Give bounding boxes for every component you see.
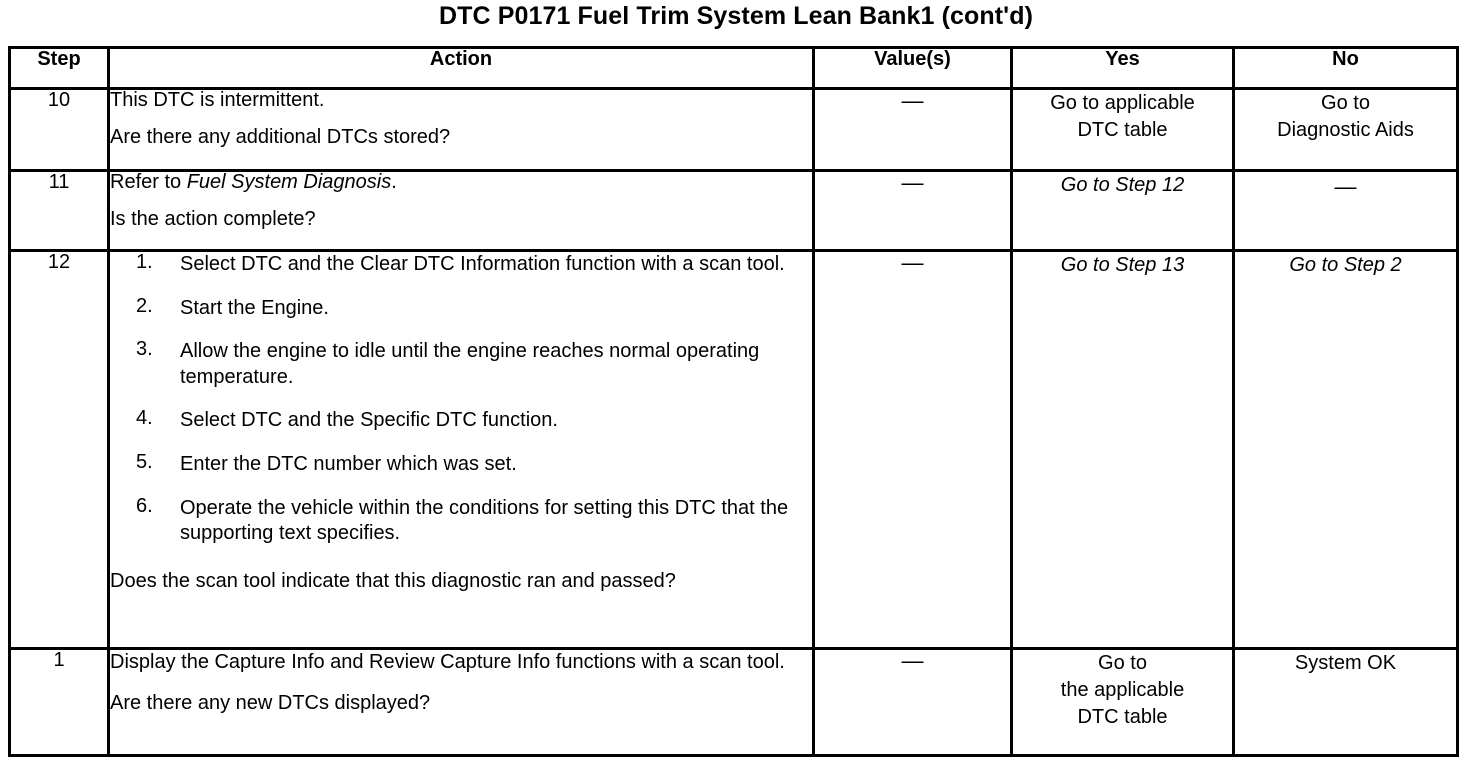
- column-header-yes: Yes: [1010, 46, 1235, 90]
- list-item-text: Select DTC and the Clear DTC Information…: [180, 253, 785, 275]
- action-cell: This DTC is intermittent. Are there any …: [107, 87, 815, 172]
- yes-line: the applicable: [1060, 679, 1185, 701]
- yes-line: Go to applicable: [1050, 92, 1195, 114]
- table-row: 12 1. Select DTC and the Clear DTC Infor…: [8, 249, 1459, 650]
- yes-line: Go to Step 12: [1060, 174, 1185, 196]
- list-item: 6. Operate the vehicle within the condit…: [136, 496, 812, 547]
- list-item-number: 3.: [136, 338, 153, 361]
- list-item-number: 5.: [136, 450, 153, 473]
- no-cell: System OK: [1232, 647, 1459, 757]
- step-number: 12: [8, 249, 110, 650]
- no-cell: —: [1232, 169, 1459, 252]
- action-statement: Refer to Fuel System Diagnosis.: [110, 172, 812, 192]
- em-dash: —: [901, 170, 924, 195]
- list-item-number: 4.: [136, 407, 153, 430]
- action-lead: Refer to: [110, 171, 187, 193]
- list-item-number: 2.: [136, 294, 153, 317]
- em-dash: —: [1334, 174, 1357, 199]
- column-header-value: Value(s): [812, 46, 1013, 90]
- em-dash: —: [901, 250, 924, 275]
- list-item: 4. Select DTC and the Specific DTC funct…: [136, 408, 812, 434]
- yes-cell: Go to the applicable DTC table: [1010, 647, 1235, 757]
- em-dash: —: [901, 88, 924, 113]
- value-cell: —: [812, 647, 1013, 757]
- page-title: DTC P0171 Fuel Trim System Lean Bank1 (c…: [438, 2, 1034, 30]
- list-item: 1. Select DTC and the Clear DTC Informat…: [136, 252, 812, 278]
- value-cell: —: [812, 169, 1013, 252]
- action-cell: 1. Select DTC and the Clear DTC Informat…: [107, 249, 815, 650]
- list-item-text: Operate the vehicle within the condition…: [180, 496, 789, 545]
- no-cell: Go to Diagnostic Aids: [1232, 87, 1459, 172]
- action-question: Are there any additional DTCs stored?: [110, 126, 451, 148]
- no-line: System OK: [1294, 652, 1397, 674]
- yes-cell: Go to Step 12: [1010, 169, 1235, 252]
- action-cell: Refer to Fuel System Diagnosis. Is the a…: [107, 169, 815, 252]
- step-number: 1: [8, 647, 110, 757]
- step-number: 11: [8, 169, 110, 252]
- list-item-text: Enter the DTC number which was set.: [180, 452, 517, 475]
- action-question: Does the scan tool indicate that this di…: [110, 569, 676, 592]
- value-cell: —: [812, 87, 1013, 172]
- table-row: 10 This DTC is intermittent. Are there a…: [8, 87, 1459, 172]
- table-row: 11 Refer to Fuel System Diagnosis. Is th…: [8, 169, 1459, 252]
- yes-cell: Go to applicable DTC table: [1010, 87, 1235, 172]
- no-line: Go to: [1321, 92, 1370, 114]
- yes-line: DTC table: [1077, 119, 1168, 141]
- value-cell: —: [812, 249, 1013, 650]
- list-item-number: 6.: [136, 494, 153, 517]
- procedure-list: 1. Select DTC and the Clear DTC Informat…: [110, 252, 812, 547]
- step-number: 10: [8, 87, 110, 172]
- list-item-text: Start the Engine.: [180, 296, 329, 319]
- column-header-step: Step: [8, 46, 110, 90]
- column-header-action: Action: [107, 46, 815, 90]
- yes-line: DTC table: [1077, 706, 1168, 728]
- yes-line: Go to: [1098, 652, 1147, 674]
- table-row: 1 Display the Capture Info and Review Ca…: [8, 647, 1459, 757]
- action-trail: .: [391, 171, 397, 193]
- list-item-text: Allow the engine to idle until the engin…: [180, 340, 760, 388]
- list-item-number: 1.: [136, 251, 153, 273]
- list-item: 2. Start the Engine.: [136, 296, 812, 322]
- action-cell: Display the Capture Info and Review Capt…: [107, 647, 815, 757]
- yes-line: Go to Step 13: [1060, 254, 1185, 276]
- no-cell: Go to Step 2: [1232, 249, 1459, 650]
- action-question: Is the action complete?: [110, 208, 316, 230]
- diagnostic-table: Step Action Value(s) Yes No 10 This DTC …: [8, 46, 1459, 757]
- list-item: 5. Enter the DTC number which was set.: [136, 452, 812, 478]
- list-item-text: Select DTC and the Specific DTC function…: [180, 409, 558, 432]
- table-header-row: Step Action Value(s) Yes No: [8, 46, 1459, 90]
- no-line: Go to Step 2: [1289, 254, 1402, 276]
- reference-title: Fuel System Diagnosis: [186, 171, 392, 193]
- list-item: 3. Allow the engine to idle until the en…: [136, 339, 812, 390]
- yes-cell: Go to Step 13: [1010, 249, 1235, 650]
- no-line: Diagnostic Aids: [1277, 119, 1414, 141]
- em-dash: —: [901, 648, 924, 673]
- action-statement: Display the Capture Info and Review Capt…: [110, 651, 785, 673]
- column-header-no: No: [1232, 46, 1459, 90]
- action-statement: This DTC is intermittent.: [110, 89, 325, 111]
- action-question: Are there any new DTCs displayed?: [110, 691, 431, 714]
